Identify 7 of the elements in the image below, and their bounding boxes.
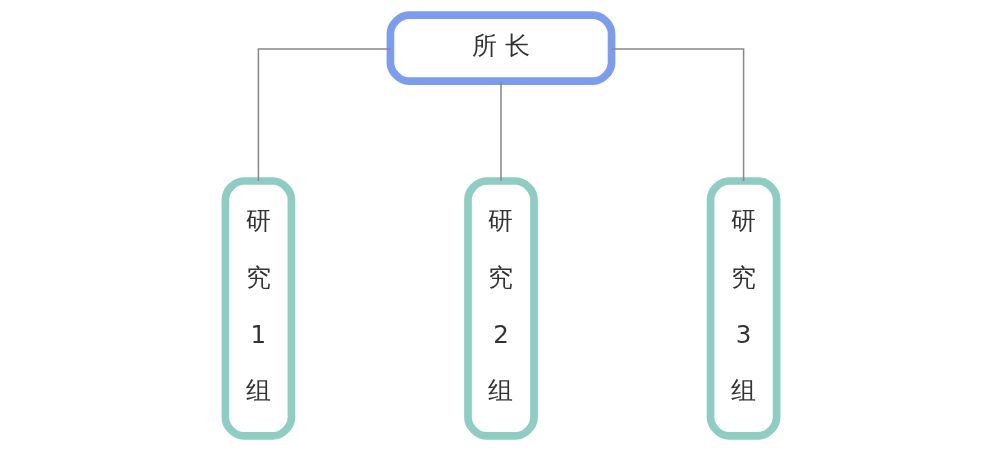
node-box: 研究3组 [706, 176, 780, 440]
connector [499, 80, 502, 181]
node-box: 所 长 [386, 10, 615, 85]
connector [257, 47, 391, 182]
node-box: 研究2组 [463, 176, 538, 440]
connector [610, 47, 744, 182]
node-box: 研究1组 [221, 176, 295, 440]
